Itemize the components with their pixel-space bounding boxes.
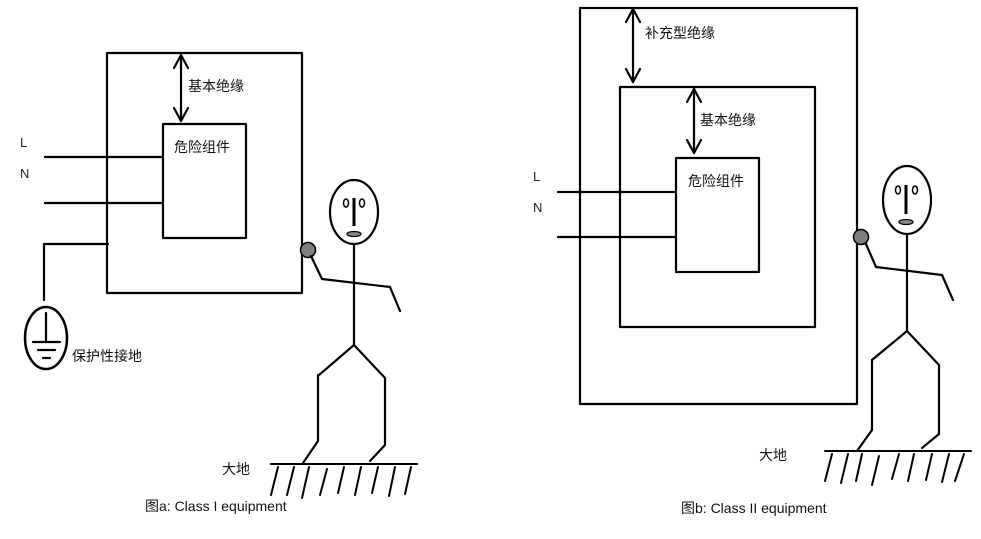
basic-insulation-arrow-b xyxy=(685,87,703,155)
contact-point-b xyxy=(852,228,870,246)
outer-enclosure-b xyxy=(578,6,859,406)
basic-insulation-arrow-a xyxy=(172,53,190,123)
hazard-component-label-a: 危险组件 xyxy=(174,140,230,156)
protective-earth-icon xyxy=(23,305,69,371)
hazard-component-box-b xyxy=(674,156,761,274)
basic-insulation-label-b: 基本绝缘 xyxy=(700,112,756,129)
hazard-component-box-a xyxy=(161,122,248,240)
supplementary-insulation-label: 补充型绝缘 xyxy=(645,26,715,42)
caption-b: 图b: Class II equipment xyxy=(681,500,827,516)
neutral-label-b: N xyxy=(533,200,542,215)
line-label-b: L xyxy=(533,169,540,184)
contact-point-a xyxy=(299,241,317,259)
ground-b xyxy=(824,450,972,486)
hazard-component-label-b: 危险组件 xyxy=(688,174,744,190)
inner-enclosure-b xyxy=(618,85,817,329)
earth-label-b: 大地 xyxy=(759,448,787,464)
person-a xyxy=(301,178,402,465)
enclosure-a xyxy=(105,51,304,295)
neutral-label-a: N xyxy=(20,166,29,181)
supplementary-insulation-arrow xyxy=(624,7,642,84)
ground-a xyxy=(270,463,418,499)
person-b xyxy=(855,164,955,453)
basic-insulation-label-a: 基本绝缘 xyxy=(188,78,244,95)
figure-b: 危险组件 补充型绝缘 基本绝缘 L N xyxy=(533,6,972,516)
figure-a: 危险组件 基本绝缘 L N 保护性接地 xyxy=(20,51,418,514)
protective-earth-wire xyxy=(42,242,110,302)
protective-earth-label: 保护性接地 xyxy=(72,348,142,365)
line-label-a: L xyxy=(20,135,27,150)
earth-label-a: 大地 xyxy=(222,462,250,478)
caption-a: 图a: Class I equipment xyxy=(145,498,287,514)
